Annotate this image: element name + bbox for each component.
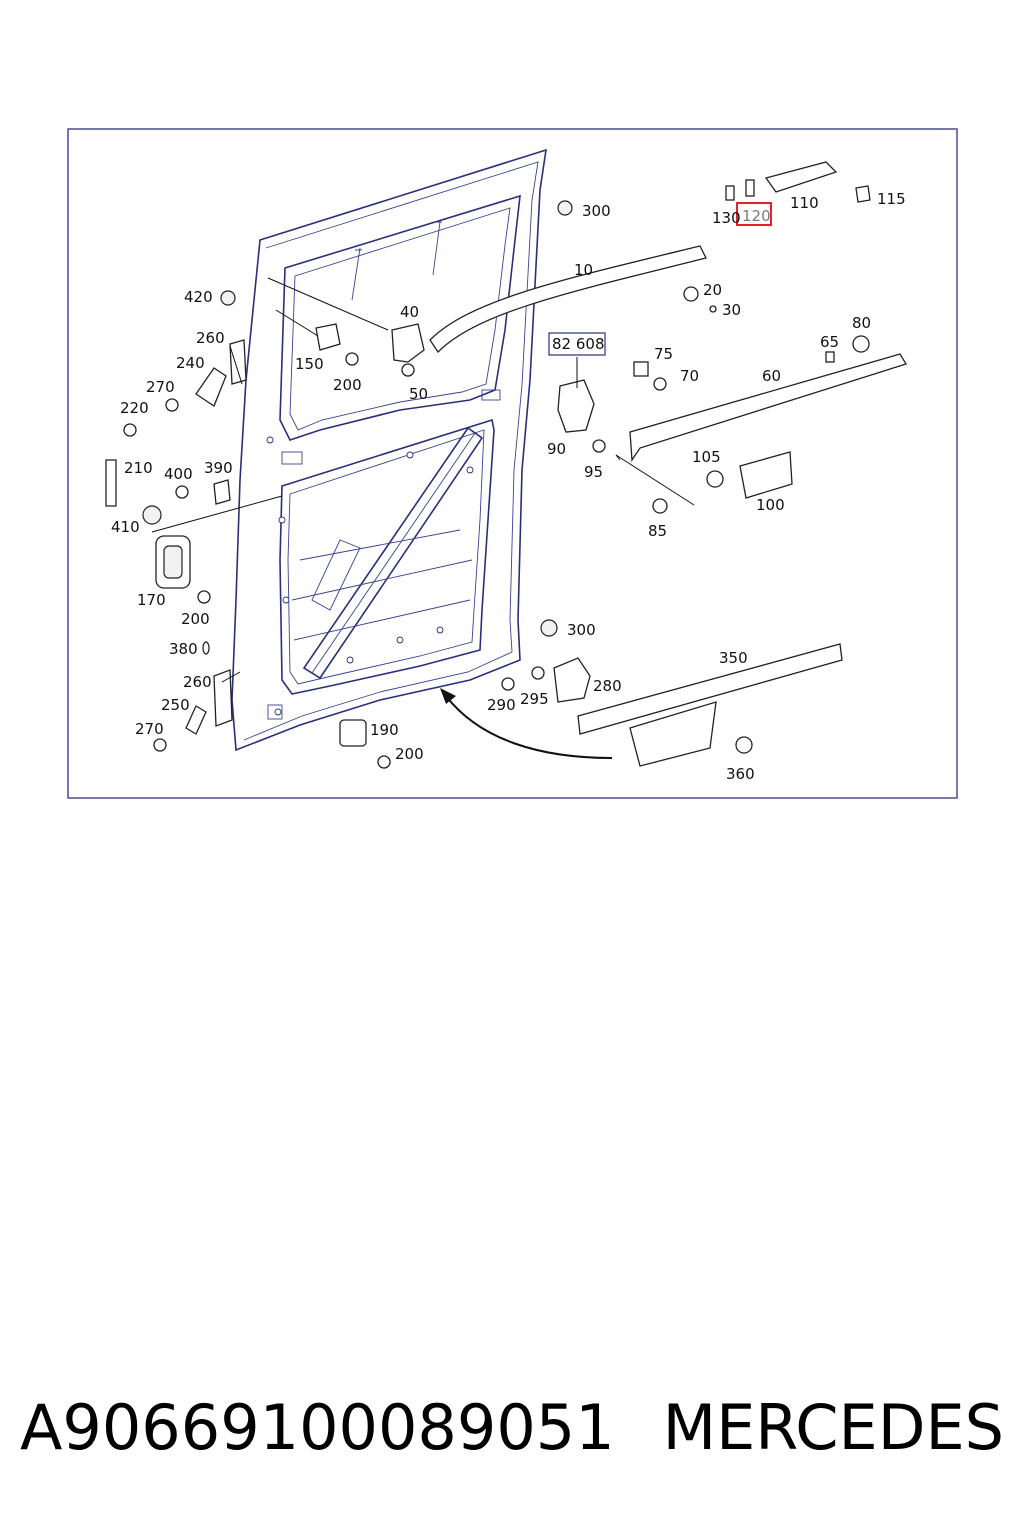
label-220: 220	[120, 399, 149, 417]
label-100: 100	[756, 496, 785, 514]
bracket-250	[185, 705, 207, 735]
brand-name: MERCEDES	[662, 1390, 1004, 1464]
label-390: 390	[204, 459, 233, 477]
plate-110	[764, 161, 838, 193]
washer-80	[852, 335, 870, 353]
label-210: 210	[124, 459, 153, 477]
parts-diagram: 300 10 20 30 110 115 130 120 420 40 260 …	[67, 128, 958, 799]
label-30: 30	[722, 301, 741, 319]
label-200-top: 200	[333, 376, 362, 394]
bracket-100	[739, 451, 793, 499]
label-290: 290	[487, 696, 516, 714]
ring-380	[202, 641, 210, 655]
lower-guide-rail	[629, 353, 907, 462]
label-410: 410	[111, 518, 140, 536]
label-270-top: 270	[146, 378, 175, 396]
label-280: 280	[593, 677, 622, 695]
upper-guide-rail	[429, 245, 707, 354]
leader-lines	[151, 277, 695, 683]
label-240: 240	[176, 354, 205, 372]
label-80: 80	[852, 314, 871, 332]
striker-210	[105, 459, 117, 507]
label-200-bottom: 200	[395, 745, 424, 763]
door-holes	[266, 436, 474, 716]
label-295: 295	[520, 690, 549, 708]
label-190: 190	[370, 721, 399, 739]
roller-300-top	[557, 200, 573, 216]
label-400: 400	[164, 465, 193, 483]
label-360: 360	[726, 765, 755, 783]
label-65: 65	[820, 333, 839, 351]
label-130: 130	[712, 209, 741, 227]
label-260-bottom: 260	[183, 673, 212, 691]
washer-20	[683, 286, 699, 302]
assembly-arrow	[445, 695, 613, 759]
cap-410	[142, 505, 162, 525]
clip-115	[855, 185, 871, 203]
label-300-bottom: 300	[567, 621, 596, 639]
label-105: 105	[692, 448, 721, 466]
washer-30	[709, 305, 717, 313]
bracket-150	[315, 323, 341, 351]
bracket-280	[553, 657, 591, 703]
sill-rail-350	[577, 643, 843, 735]
roller-300-bottom	[540, 619, 558, 637]
hinge-90	[557, 379, 595, 433]
label-90: 90	[547, 440, 566, 458]
label-40: 40	[400, 303, 419, 321]
washer-105	[706, 470, 724, 488]
label-10: 10	[574, 261, 593, 279]
bracket-240	[195, 367, 227, 407]
label-380: 380	[169, 640, 198, 658]
sill-cover	[629, 701, 717, 767]
sliding-door-panel	[231, 148, 547, 752]
highlight-box-120	[736, 202, 772, 226]
label-150: 150	[295, 355, 324, 373]
label-95: 95	[584, 463, 603, 481]
bracket-390	[213, 479, 231, 505]
cap-420	[220, 290, 236, 306]
bracket-190	[339, 719, 367, 747]
label-120: 120	[742, 207, 771, 225]
label-270-bottom: 270	[135, 720, 164, 738]
label-260-top: 260	[196, 329, 225, 347]
label-110: 110	[790, 194, 819, 212]
callout-labels: 300 10 20 30 110 115 130 120 420 40 260 …	[111, 190, 906, 783]
label-350: 350	[719, 649, 748, 667]
reference-box	[548, 332, 606, 356]
clip-120	[745, 179, 755, 197]
label-50: 50	[409, 385, 428, 403]
label-115: 115	[877, 190, 906, 208]
bolts	[123, 352, 753, 769]
arrow-head	[440, 688, 456, 704]
part-number: A9066910008​9051	[20, 1390, 615, 1464]
part-65	[825, 351, 835, 363]
label-75: 75	[654, 345, 673, 363]
label-300-top: 300	[582, 202, 611, 220]
label-60: 60	[762, 367, 781, 385]
bracket-260-bottom	[213, 669, 233, 727]
label-20: 20	[703, 281, 722, 299]
part-75	[633, 361, 649, 377]
label-85: 85	[648, 522, 667, 540]
washer-295	[531, 666, 545, 680]
label-170: 170	[137, 591, 166, 609]
label-70: 70	[680, 367, 699, 385]
label-ref-82608: 82 608	[552, 335, 605, 353]
clip-130	[725, 185, 735, 201]
footer-caption: A9066910008​9051 MERCEDES	[20, 1382, 1004, 1472]
bracket-40	[391, 323, 425, 363]
label-200-mid: 200	[181, 610, 210, 628]
bracket-260-top	[229, 339, 247, 385]
label-250: 250	[161, 696, 190, 714]
label-420: 420	[184, 288, 213, 306]
